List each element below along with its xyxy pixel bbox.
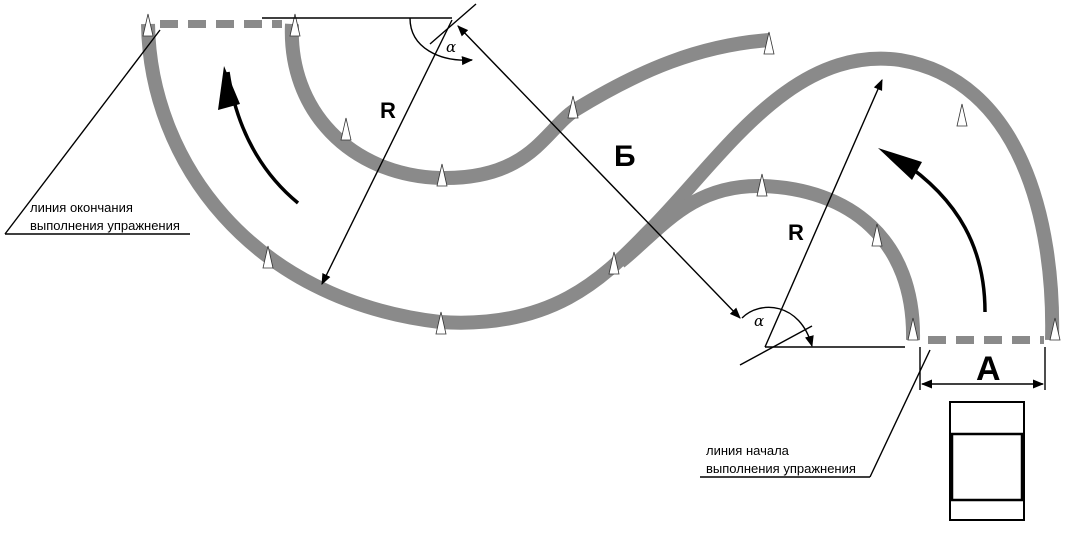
cone: [435, 311, 447, 335]
finish-caption-line1: линия окончания: [30, 200, 133, 215]
cone: [871, 223, 883, 247]
radius-label-left: R: [380, 98, 396, 123]
start-caption-line1: линия начала: [706, 443, 790, 458]
cone: [340, 117, 352, 141]
direction-arrow-right: [899, 158, 987, 313]
car-cabin: [950, 432, 1024, 502]
left-construction: [262, 3, 477, 286]
direction-arrow-left: [226, 71, 300, 205]
section-b-line: [457, 25, 741, 319]
angle-label-bottom: α: [754, 312, 764, 330]
track-outer-boundary: [141, 23, 1060, 341]
radius-label-right: R: [788, 220, 804, 245]
right-construction: [739, 78, 905, 366]
start-leader: [869, 349, 931, 478]
dimension-a: [919, 347, 1046, 390]
finish-caption-line2: выполнения упражнения: [30, 218, 180, 233]
cone: [262, 245, 274, 269]
cone: [436, 163, 448, 187]
cone: [289, 13, 301, 37]
angle-label-top: α: [446, 38, 456, 56]
width-a-label: А: [976, 350, 1001, 388]
start-caption-line2: выполнения упражнения: [706, 461, 856, 476]
section-b-label: Б: [614, 140, 636, 173]
cone: [763, 31, 775, 55]
cone: [907, 317, 919, 341]
cone: [956, 103, 968, 127]
cone: [756, 173, 768, 197]
direction-arrow-right-head: [878, 148, 922, 180]
direction-arrow-left-head: [218, 66, 240, 110]
car: [949, 401, 1025, 521]
cone: [142, 13, 154, 37]
cone: [1049, 317, 1061, 341]
finish-leader: [4, 29, 161, 235]
